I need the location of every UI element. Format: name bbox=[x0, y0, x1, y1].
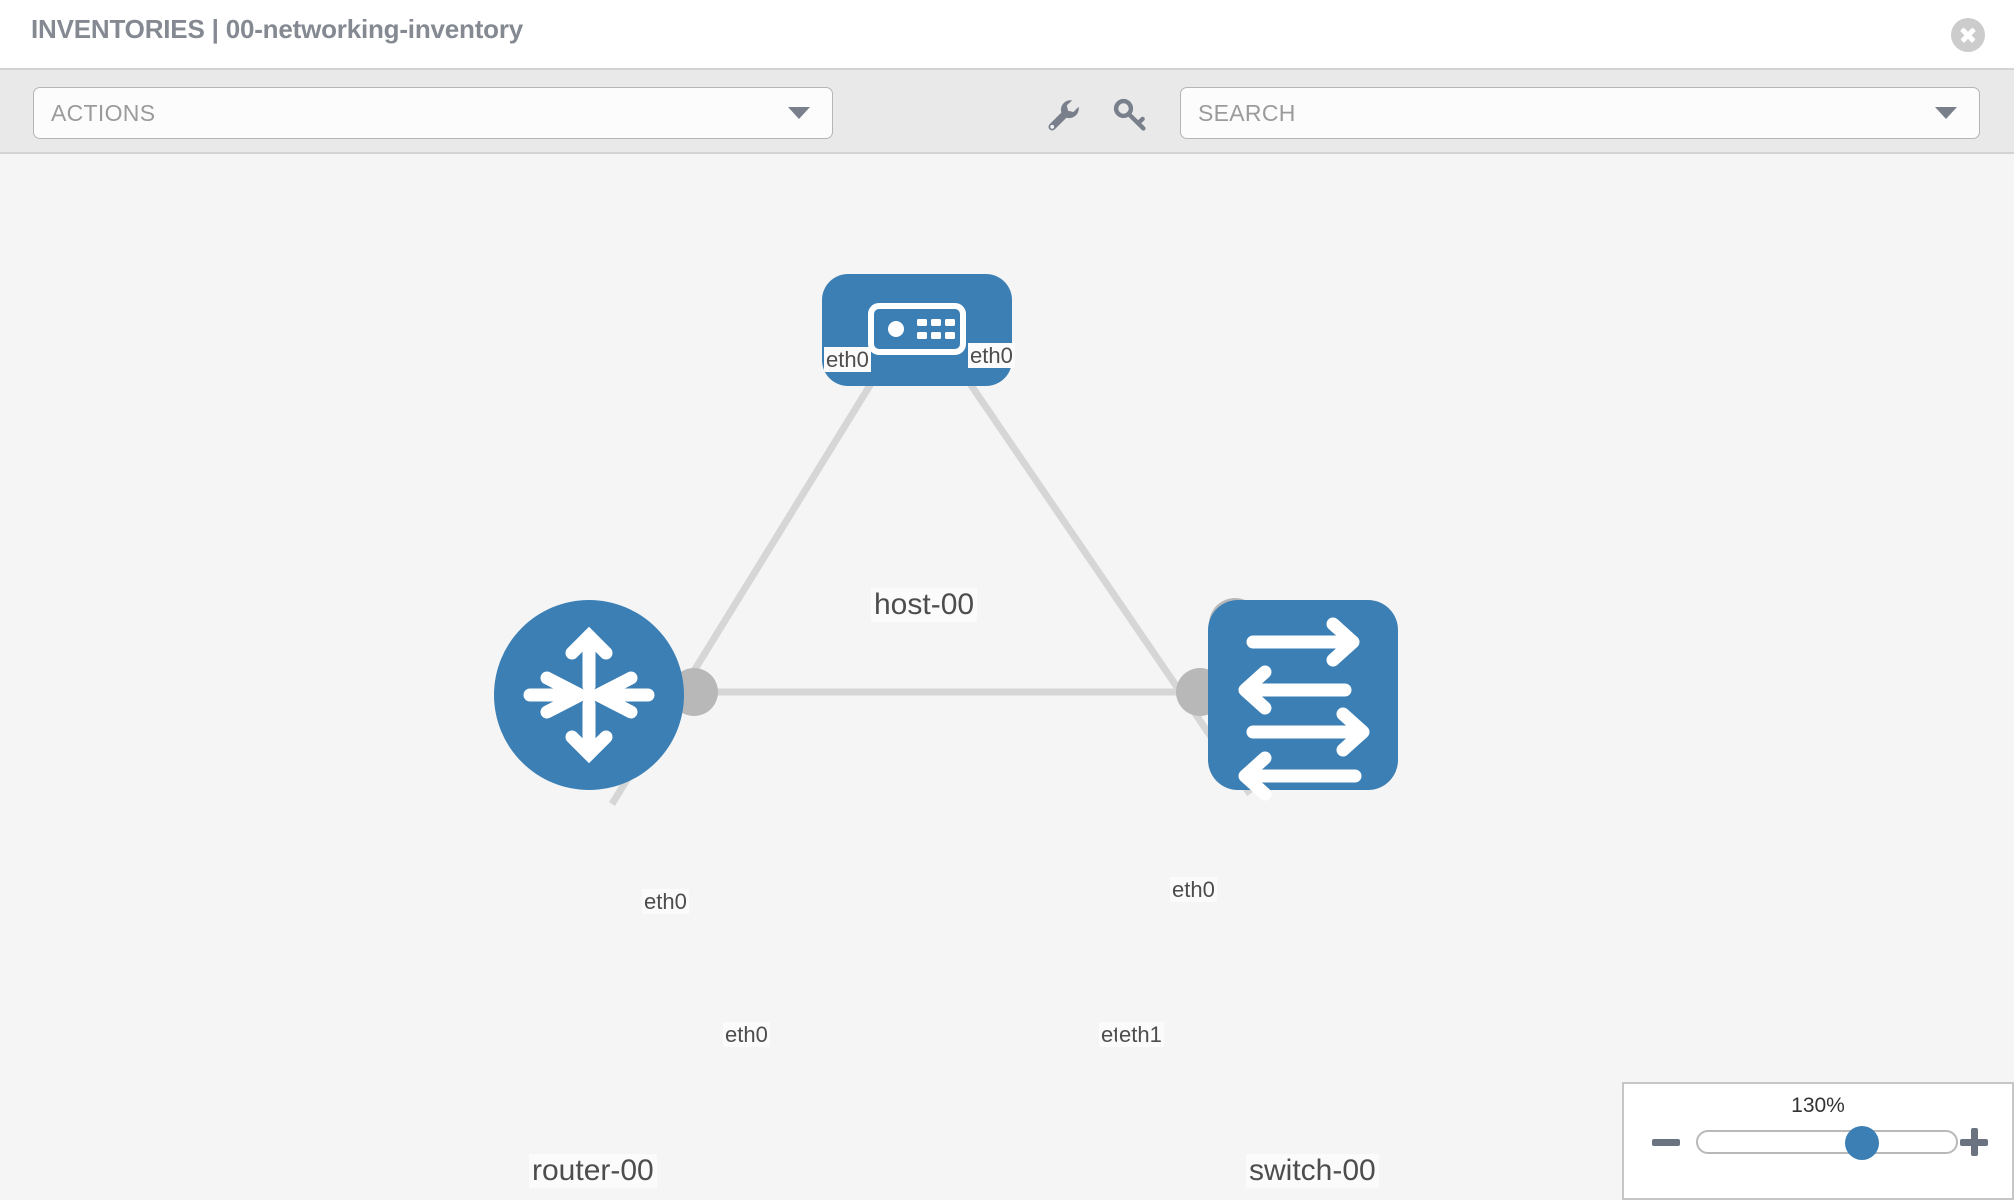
node-switch-00[interactable] bbox=[1208, 600, 1398, 801]
node-label-router: router-00 bbox=[529, 1154, 657, 1188]
chevron-down-icon[interactable] bbox=[1935, 107, 1957, 119]
zoom-slider-thumb[interactable] bbox=[1845, 1126, 1879, 1160]
zoom-out-button[interactable] bbox=[1652, 1128, 1680, 1156]
iface-label: eth0 bbox=[824, 347, 871, 373]
link-host-switch bbox=[957, 367, 1253, 796]
close-icon[interactable] bbox=[1951, 18, 1985, 52]
key-icon[interactable] bbox=[1108, 92, 1152, 136]
topology-graph bbox=[494, 274, 1398, 806]
page-header: INVENTORIES | 00-networking-inventory bbox=[0, 0, 2014, 68]
actions-dropdown[interactable]: ACTIONS bbox=[33, 87, 833, 139]
node-router-00[interactable] bbox=[494, 600, 684, 790]
node-label-switch: switch-00 bbox=[1246, 1154, 1379, 1188]
node-label-host: host-00 bbox=[871, 588, 978, 622]
toolbar: ACTIONS SEARCH bbox=[0, 68, 2014, 154]
iface-label: eth1 bbox=[1117, 1022, 1164, 1048]
search-placeholder: SEARCH bbox=[1198, 100, 1296, 126]
zoom-in-button[interactable] bbox=[1960, 1128, 1988, 1156]
iface-label: eth0 bbox=[642, 889, 689, 915]
wrench-icon[interactable] bbox=[1040, 92, 1084, 136]
switch-arrows-icon bbox=[1238, 617, 1370, 801]
topology-links bbox=[609, 367, 1253, 806]
topology-canvas[interactable]: eth0 eth0 eth0 eth0 eth0 eth eth1 host-0… bbox=[0, 154, 2014, 1200]
zoom-control-panel: 130% bbox=[1622, 1082, 2014, 1200]
chevron-down-icon bbox=[788, 107, 810, 119]
iface-label: eth0 bbox=[723, 1022, 770, 1048]
zoom-slider[interactable] bbox=[1696, 1126, 1958, 1160]
actions-dropdown-label: ACTIONS bbox=[51, 100, 156, 126]
page-title: INVENTORIES | 00-networking-inventory bbox=[31, 14, 524, 44]
server-icon bbox=[868, 303, 966, 355]
zoom-level-value: 130% bbox=[1791, 1094, 1845, 1117]
search-input[interactable]: SEARCH bbox=[1180, 87, 1980, 139]
iface-label: eth0 bbox=[1170, 877, 1217, 903]
iface-label: eth0 bbox=[968, 343, 1015, 369]
router-arrows-icon bbox=[523, 626, 655, 764]
